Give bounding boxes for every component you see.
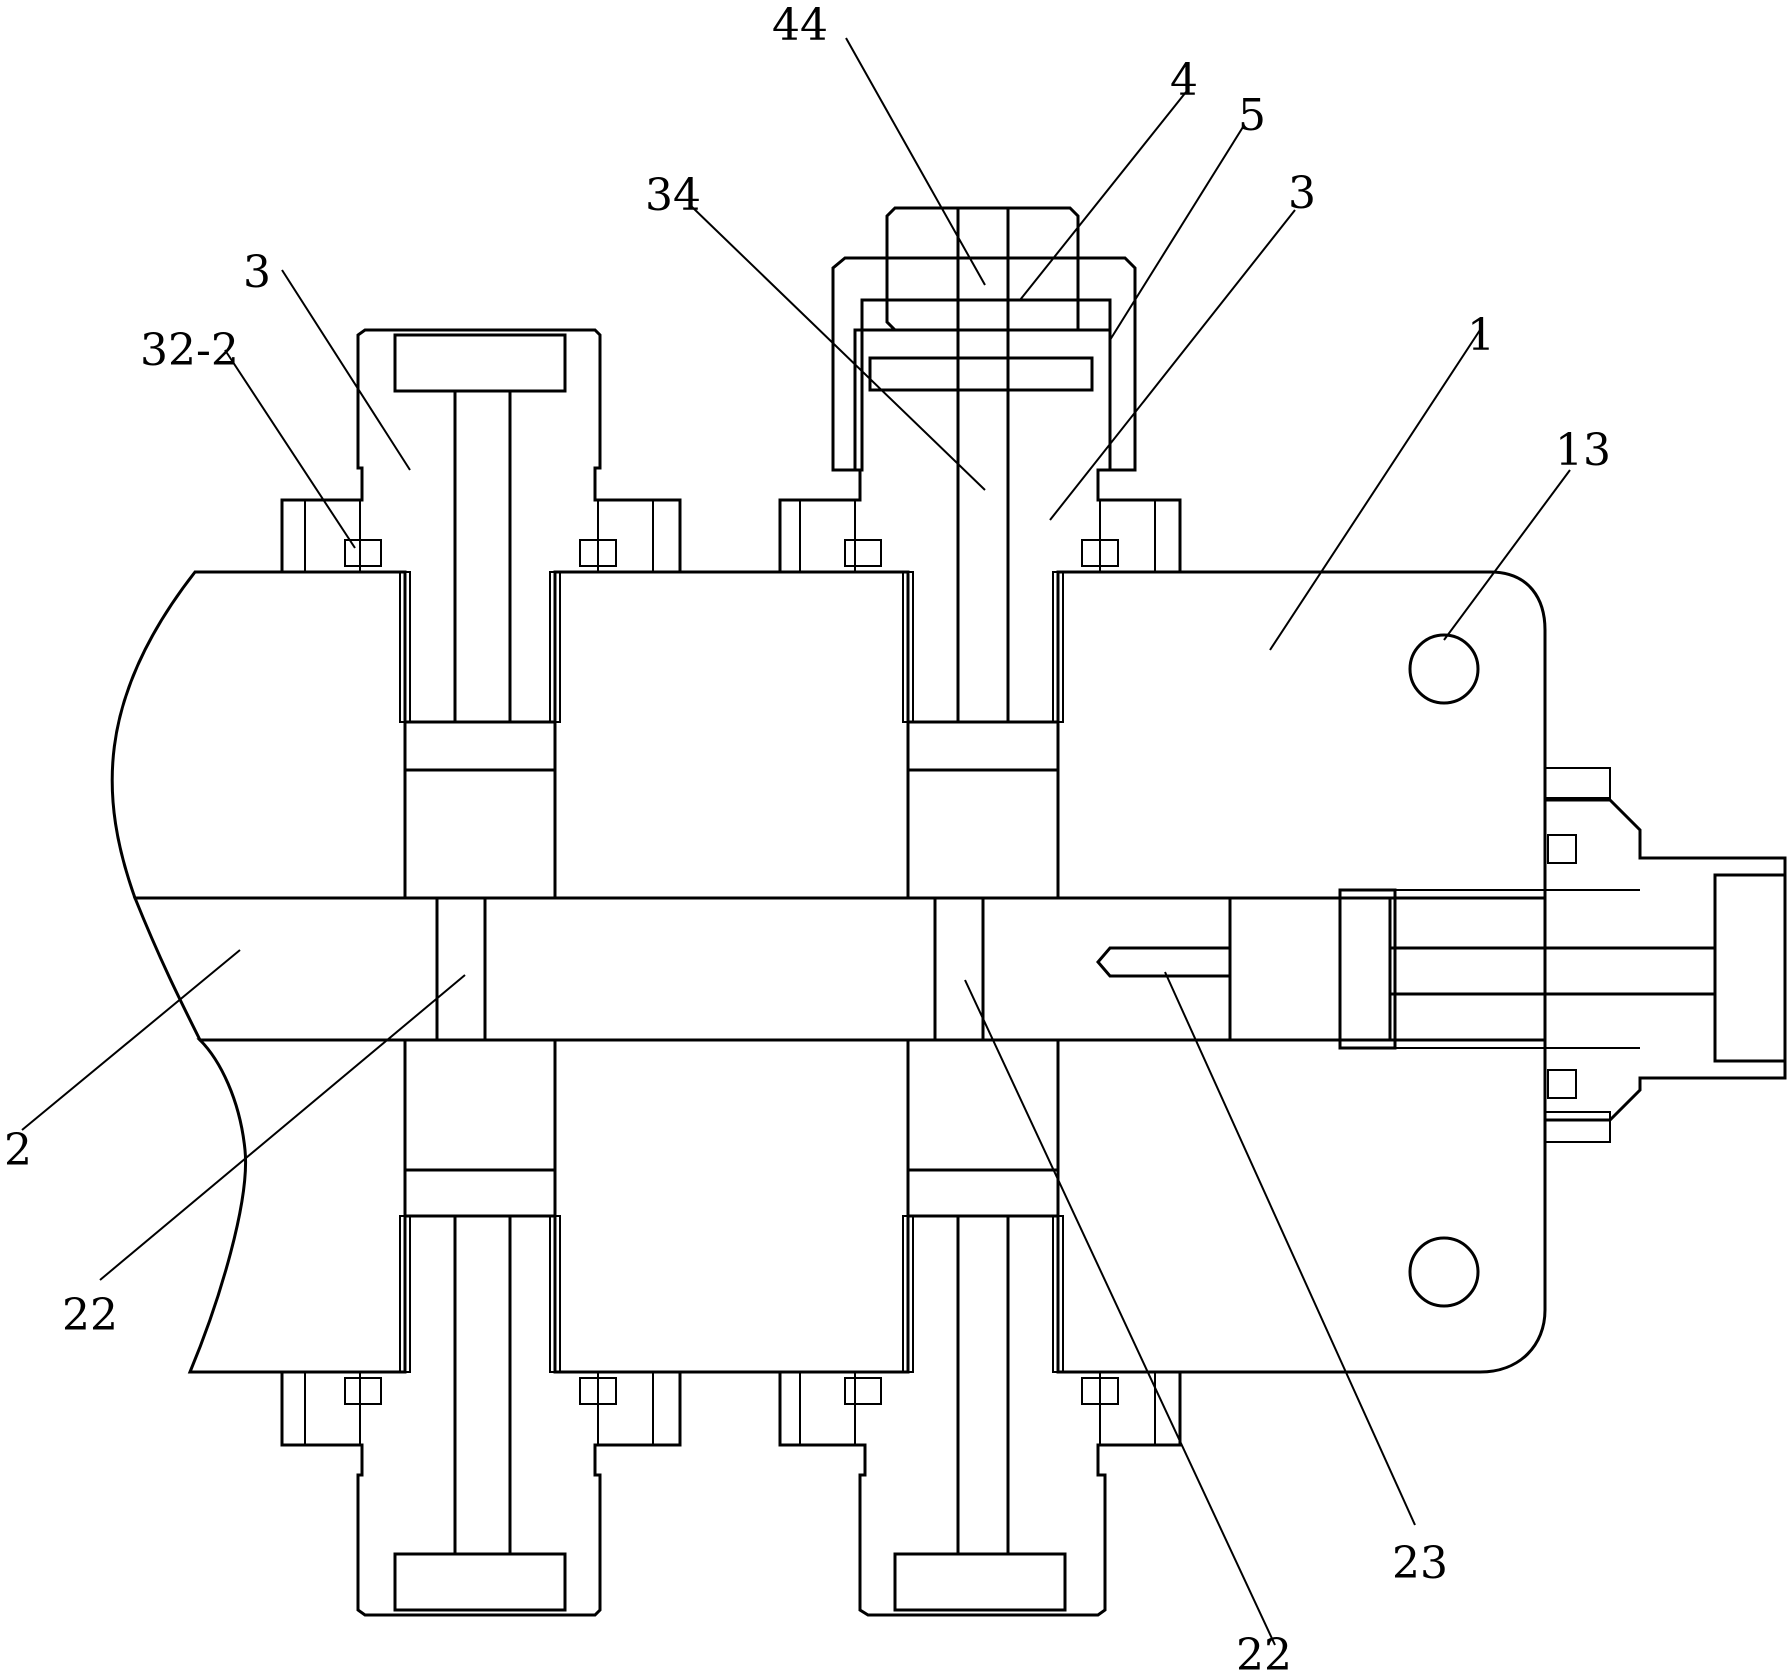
chamber-left-lower (403, 1038, 557, 1218)
cap-5 (831, 256, 1137, 472)
label-1: 1 (1467, 310, 1495, 361)
pin-hole-lower (1408, 1236, 1480, 1308)
fitting-lower-left (280, 1214, 682, 1617)
main-body-lower (187, 1038, 1547, 1374)
label-2: 2 (4, 1125, 32, 1176)
label-22-left: 22 (62, 1290, 118, 1341)
nut-4 (868, 206, 1094, 392)
chamber-right-lower (906, 1038, 1060, 1218)
label-44: 44 (772, 0, 828, 51)
pin-hole-upper (1408, 633, 1480, 705)
label-5: 5 (1238, 90, 1266, 141)
label-34: 34 (645, 170, 701, 221)
main-body-upper (110, 570, 1547, 900)
fitting-upper-left (280, 328, 682, 724)
label-3-left: 3 (243, 247, 271, 298)
chamber-left-upper (403, 720, 557, 900)
label-13: 13 (1555, 425, 1611, 476)
chamber-right-upper (906, 720, 1060, 900)
valve-core (132, 896, 1232, 1042)
end-plug (1228, 767, 1787, 1143)
label-22-bottom: 22 (1236, 1630, 1292, 1677)
leader-lines (21, 37, 1571, 1646)
fitting-lower-right (778, 1214, 1182, 1617)
label-3-right: 3 (1288, 168, 1316, 219)
label-32-2: 32-2 (140, 325, 239, 376)
part-labels: 44 4 5 34 3 3 32-2 1 13 2 22 22 23 (4, 0, 1611, 1677)
label-4: 4 (1170, 55, 1198, 106)
label-23: 23 (1392, 1538, 1448, 1589)
